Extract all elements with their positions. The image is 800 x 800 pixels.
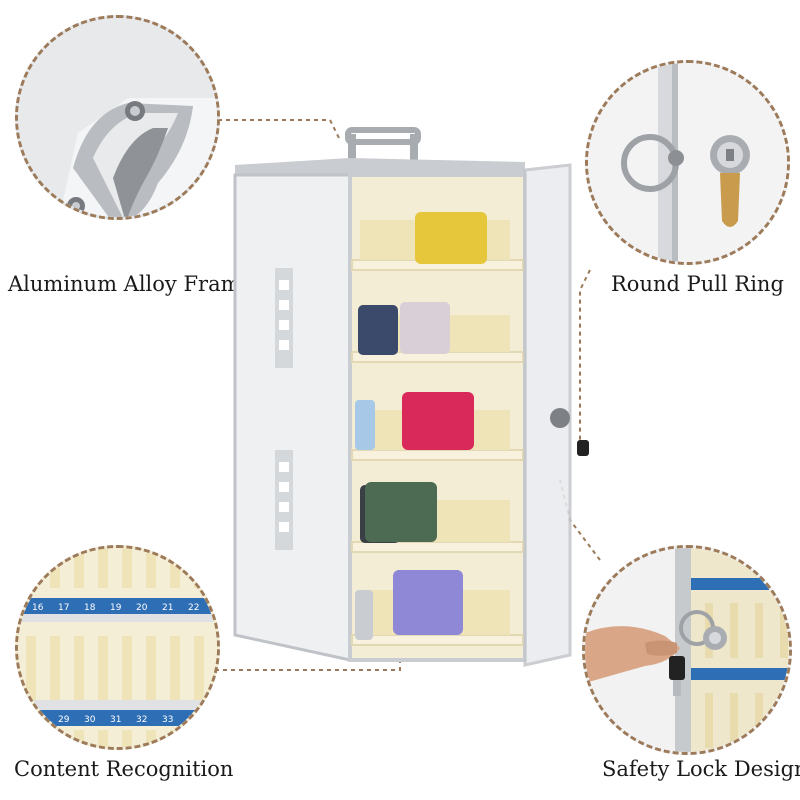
slot-number: 16 (32, 603, 44, 613)
slot-number: 22 (188, 603, 199, 613)
lock-hand-image (585, 548, 789, 752)
slot-number: 33 (162, 715, 173, 725)
slot-labels-image: 16 17 18 19 20 21 22 28 29 30 31 32 33 3… (18, 548, 217, 747)
slot-number: 19 (110, 603, 122, 613)
corner-bracket-image (18, 18, 217, 217)
slot-number: 29 (58, 715, 70, 725)
slot-number: 30 (84, 715, 96, 725)
ring-label: Round Pull Ring (611, 272, 784, 296)
slot-number: 18 (84, 603, 96, 613)
slot-number: 32 (136, 715, 147, 725)
pull-ring-image (588, 63, 787, 262)
lock-label: Safety Lock Design (602, 757, 800, 781)
slot-number: 20 (136, 603, 148, 613)
frame-callout (15, 15, 220, 220)
content-label: Content Recognition (14, 757, 234, 781)
frame-label: Aluminum Alloy Frame (8, 272, 253, 296)
slot-number: 21 (162, 603, 173, 613)
phone-cabinet-image (233, 127, 589, 667)
content-callout: 16 17 18 19 20 21 22 28 29 30 31 32 33 3… (15, 545, 220, 750)
slot-number: 31 (110, 715, 121, 725)
lock-callout (582, 545, 792, 755)
slot-number: 17 (58, 603, 69, 613)
ring-callout (585, 60, 790, 265)
slot-number: 28 (32, 715, 44, 725)
slot-number: 34 (188, 715, 200, 725)
